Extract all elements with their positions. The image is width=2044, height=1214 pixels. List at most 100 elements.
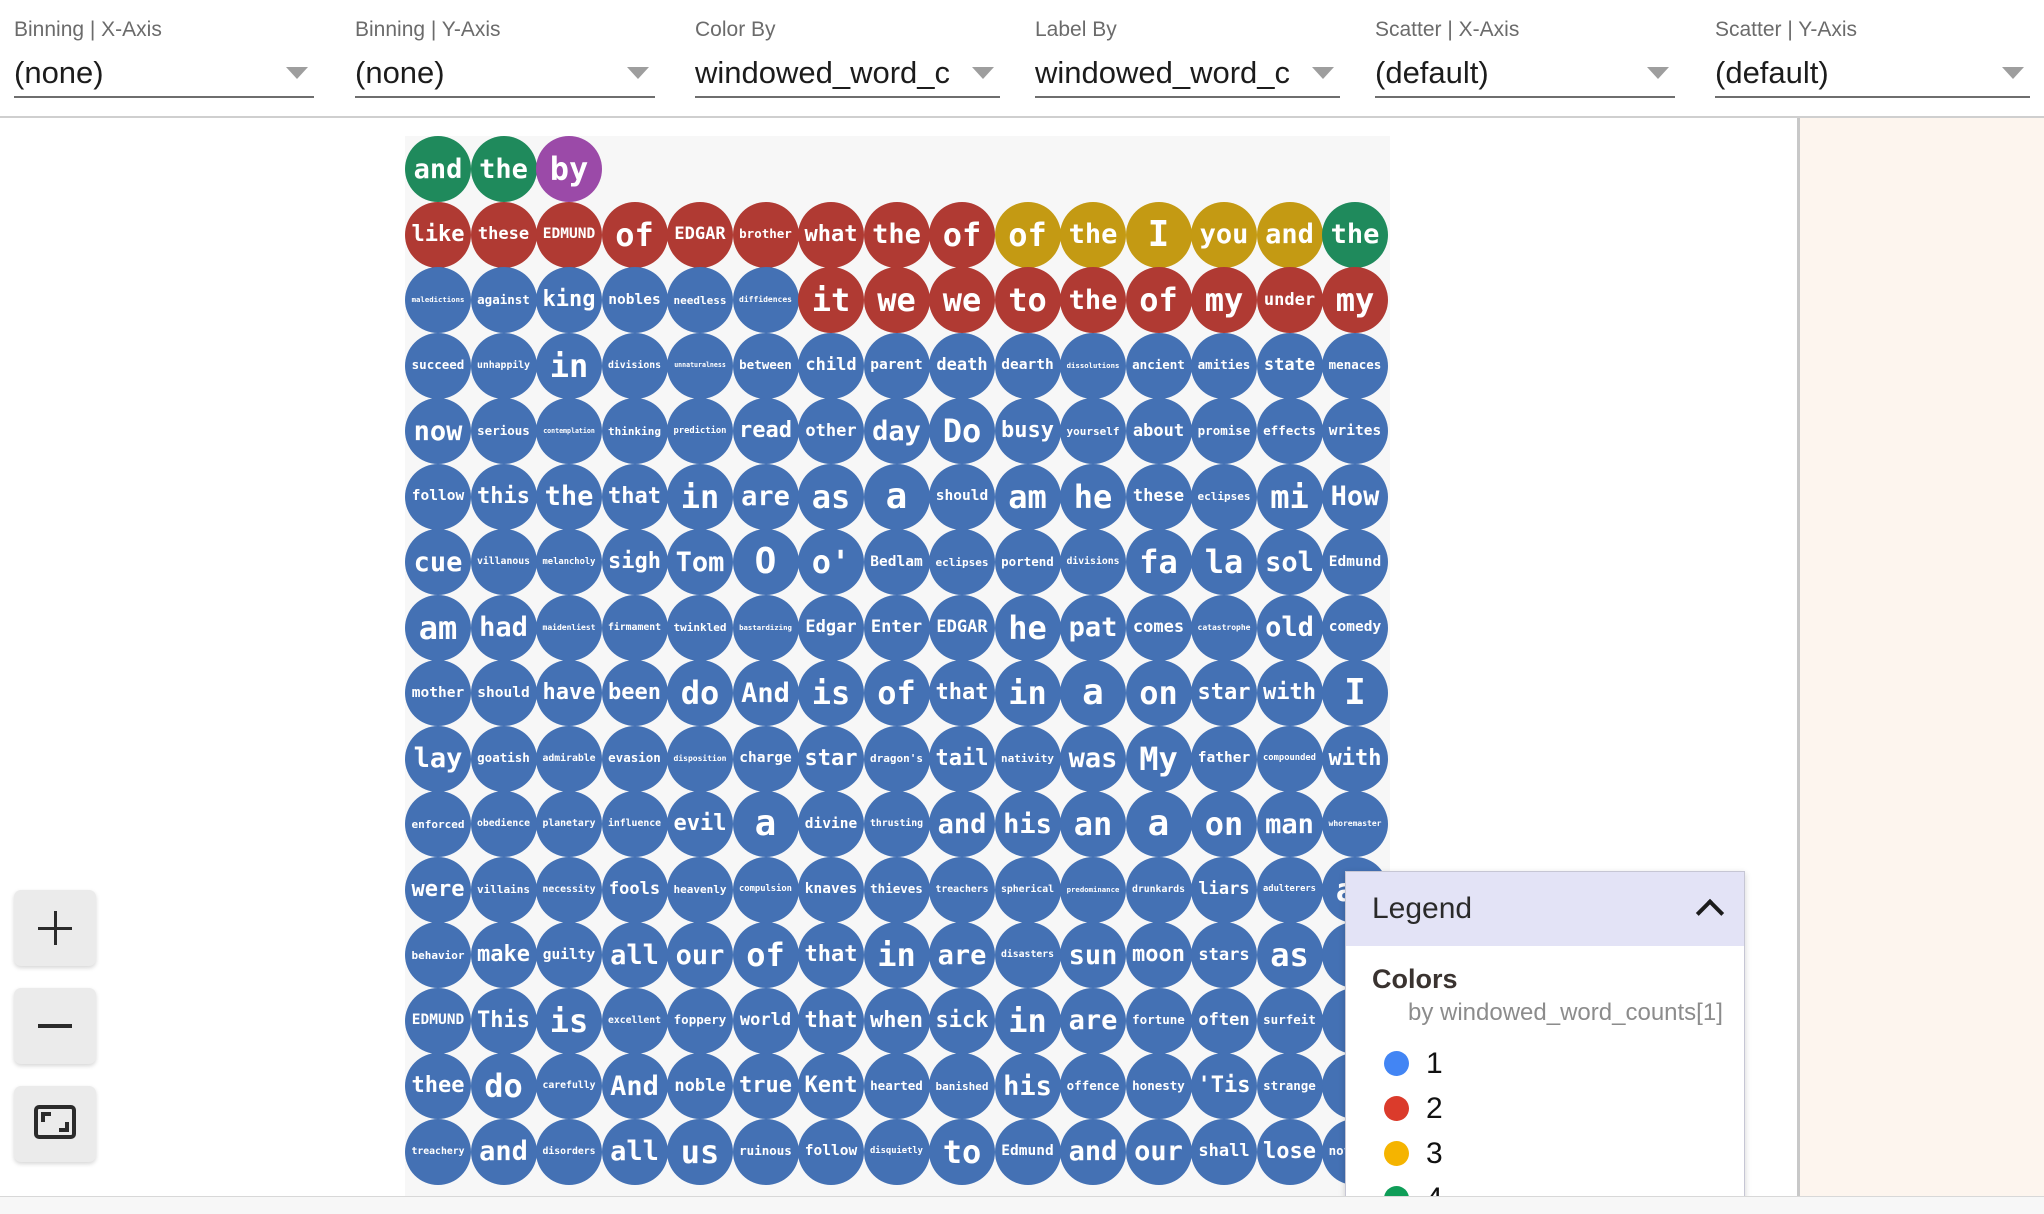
- word-bubble[interactable]: this: [470, 463, 537, 530]
- word-bubble[interactable]: noble: [667, 1053, 733, 1119]
- word-bubble[interactable]: liars: [1191, 856, 1257, 923]
- word-bubble[interactable]: that: [798, 922, 864, 988]
- word-bubble[interactable]: Enter: [863, 594, 930, 661]
- word-bubble[interactable]: he: [994, 594, 1061, 661]
- word-bubble[interactable]: sun: [1060, 922, 1126, 988]
- word-bubble[interactable]: my: [1191, 267, 1257, 333]
- word-bubble[interactable]: sigh: [601, 529, 668, 595]
- word-bubble[interactable]: Do: [929, 398, 995, 464]
- word-bubble[interactable]: old: [1256, 594, 1323, 661]
- word-bubble[interactable]: obedience: [470, 791, 537, 857]
- word-bubble[interactable]: knaves: [798, 856, 864, 923]
- word-bubble[interactable]: EDMUND: [405, 987, 471, 1054]
- word-bubble[interactable]: necessity: [536, 856, 602, 923]
- word-bubble[interactable]: and: [929, 791, 995, 857]
- word-bubble[interactable]: writes: [1322, 398, 1388, 464]
- word-bubble[interactable]: diffidences: [732, 267, 799, 333]
- word-bubble[interactable]: of: [1125, 267, 1192, 333]
- word-bubble[interactable]: he: [1060, 463, 1126, 530]
- word-bubble[interactable]: la: [1191, 529, 1257, 595]
- word-bubble[interactable]: am: [994, 463, 1061, 530]
- word-bubble[interactable]: like: [405, 201, 471, 268]
- word-bubble[interactable]: the: [1060, 201, 1126, 268]
- word-bubble[interactable]: thrusting: [863, 791, 930, 857]
- word-bubble[interactable]: heavenly: [667, 856, 733, 923]
- word-bubble[interactable]: about: [1125, 398, 1192, 464]
- word-bubble[interactable]: contemplation: [536, 398, 602, 464]
- word-bubble[interactable]: effects: [1256, 398, 1323, 464]
- word-bubble[interactable]: is: [536, 987, 602, 1054]
- scatter-x-axis-control[interactable]: (default): [1375, 50, 1675, 98]
- binning-y-axis-control[interactable]: (none): [355, 50, 655, 98]
- word-bubble[interactable]: thieves: [863, 856, 930, 923]
- word-bubble[interactable]: How: [1322, 463, 1388, 530]
- word-bubble[interactable]: that: [798, 987, 864, 1054]
- legend-panel[interactable]: Legend Colors by windowed_word_counts[1]…: [1345, 871, 1745, 1196]
- word-bubble[interactable]: state: [1256, 332, 1323, 399]
- word-bubble[interactable]: offence: [1060, 1053, 1126, 1119]
- word-bubble[interactable]: strange: [1256, 1053, 1323, 1119]
- word-bubble[interactable]: an: [1060, 791, 1126, 857]
- word-bubble[interactable]: spherical: [994, 856, 1061, 923]
- word-bubble[interactable]: disorders: [536, 1118, 602, 1185]
- word-bubble[interactable]: And: [601, 1053, 668, 1119]
- word-bubble[interactable]: sick: [929, 987, 995, 1054]
- word-bubble[interactable]: are: [929, 922, 995, 988]
- word-bubble[interactable]: divisions: [1060, 529, 1126, 595]
- word-bubble[interactable]: foppery: [667, 987, 733, 1054]
- word-bubble[interactable]: the: [863, 201, 930, 268]
- word-bubble[interactable]: EDGAR: [667, 201, 733, 268]
- word-bubble[interactable]: evasion: [601, 725, 668, 792]
- word-bubble[interactable]: make: [470, 922, 537, 988]
- word-bubble[interactable]: disquietly: [863, 1118, 930, 1185]
- word-bubble[interactable]: what: [798, 201, 864, 268]
- word-bubble[interactable]: under: [1256, 267, 1323, 333]
- word-bubble[interactable]: divisions: [601, 332, 668, 399]
- word-bubble[interactable]: portend: [994, 529, 1061, 595]
- zoom-out-button[interactable]: [14, 988, 96, 1064]
- word-bubble[interactable]: do: [667, 660, 733, 726]
- word-bubble[interactable]: often: [1191, 987, 1257, 1054]
- word-bubble[interactable]: bastardizing: [732, 594, 799, 661]
- word-bubble[interactable]: us: [667, 1118, 733, 1185]
- word-bubble[interactable]: a: [1125, 791, 1192, 857]
- word-bubble[interactable]: And: [732, 660, 799, 726]
- word-bubble[interactable]: nobles: [601, 267, 668, 333]
- word-bubble[interactable]: world: [732, 987, 799, 1054]
- word-bubble[interactable]: Edgar: [798, 594, 864, 661]
- word-bubble[interactable]: in: [536, 332, 602, 399]
- word-bubble[interactable]: it: [798, 267, 864, 333]
- word-bubble[interactable]: father: [1191, 725, 1257, 792]
- scatter-x-axis-selector[interactable]: Scatter | X-Axis (default): [1375, 18, 1675, 100]
- word-bubble[interactable]: his: [994, 1053, 1061, 1119]
- word-bubble[interactable]: parent: [863, 332, 930, 399]
- word-bubble[interactable]: a: [732, 791, 799, 857]
- word-bubble[interactable]: in: [667, 463, 733, 530]
- word-bubble[interactable]: and: [470, 1118, 537, 1185]
- word-bubble[interactable]: are: [732, 463, 799, 530]
- word-bubble[interactable]: prediction: [667, 398, 733, 464]
- word-bubble[interactable]: by: [536, 136, 602, 202]
- word-bubble[interactable]: carefully: [536, 1053, 602, 1119]
- word-bubble[interactable]: compulsion: [732, 856, 799, 923]
- word-bubble[interactable]: a: [1060, 660, 1126, 726]
- word-bubble[interactable]: child: [798, 332, 864, 399]
- word-bubble[interactable]: a: [863, 463, 930, 530]
- scatter-y-axis-selector[interactable]: Scatter | Y-Axis (default): [1715, 18, 2030, 100]
- word-bubble[interactable]: mother: [405, 660, 471, 726]
- word-bubble[interactable]: and: [405, 136, 471, 202]
- word-bubble[interactable]: nativity: [994, 725, 1061, 792]
- word-bubble[interactable]: should: [470, 660, 537, 726]
- word-bubble[interactable]: whoremaster: [1322, 791, 1388, 857]
- word-bubble[interactable]: his: [994, 791, 1061, 857]
- word-bubble[interactable]: succeed: [405, 332, 471, 399]
- word-bubble[interactable]: predominance: [1060, 856, 1126, 923]
- word-bubble[interactable]: as: [1256, 922, 1323, 988]
- word-bubble[interactable]: lose: [1256, 1118, 1323, 1185]
- word-bubble[interactable]: adulterers: [1256, 856, 1323, 923]
- word-bubble[interactable]: disposition: [667, 725, 733, 792]
- word-bubble[interactable]: surfeit: [1256, 987, 1323, 1054]
- word-bubble[interactable]: maledictions: [405, 267, 471, 333]
- word-bubble[interactable]: drunkards: [1125, 856, 1192, 923]
- word-bubble[interactable]: dragon's: [863, 725, 930, 792]
